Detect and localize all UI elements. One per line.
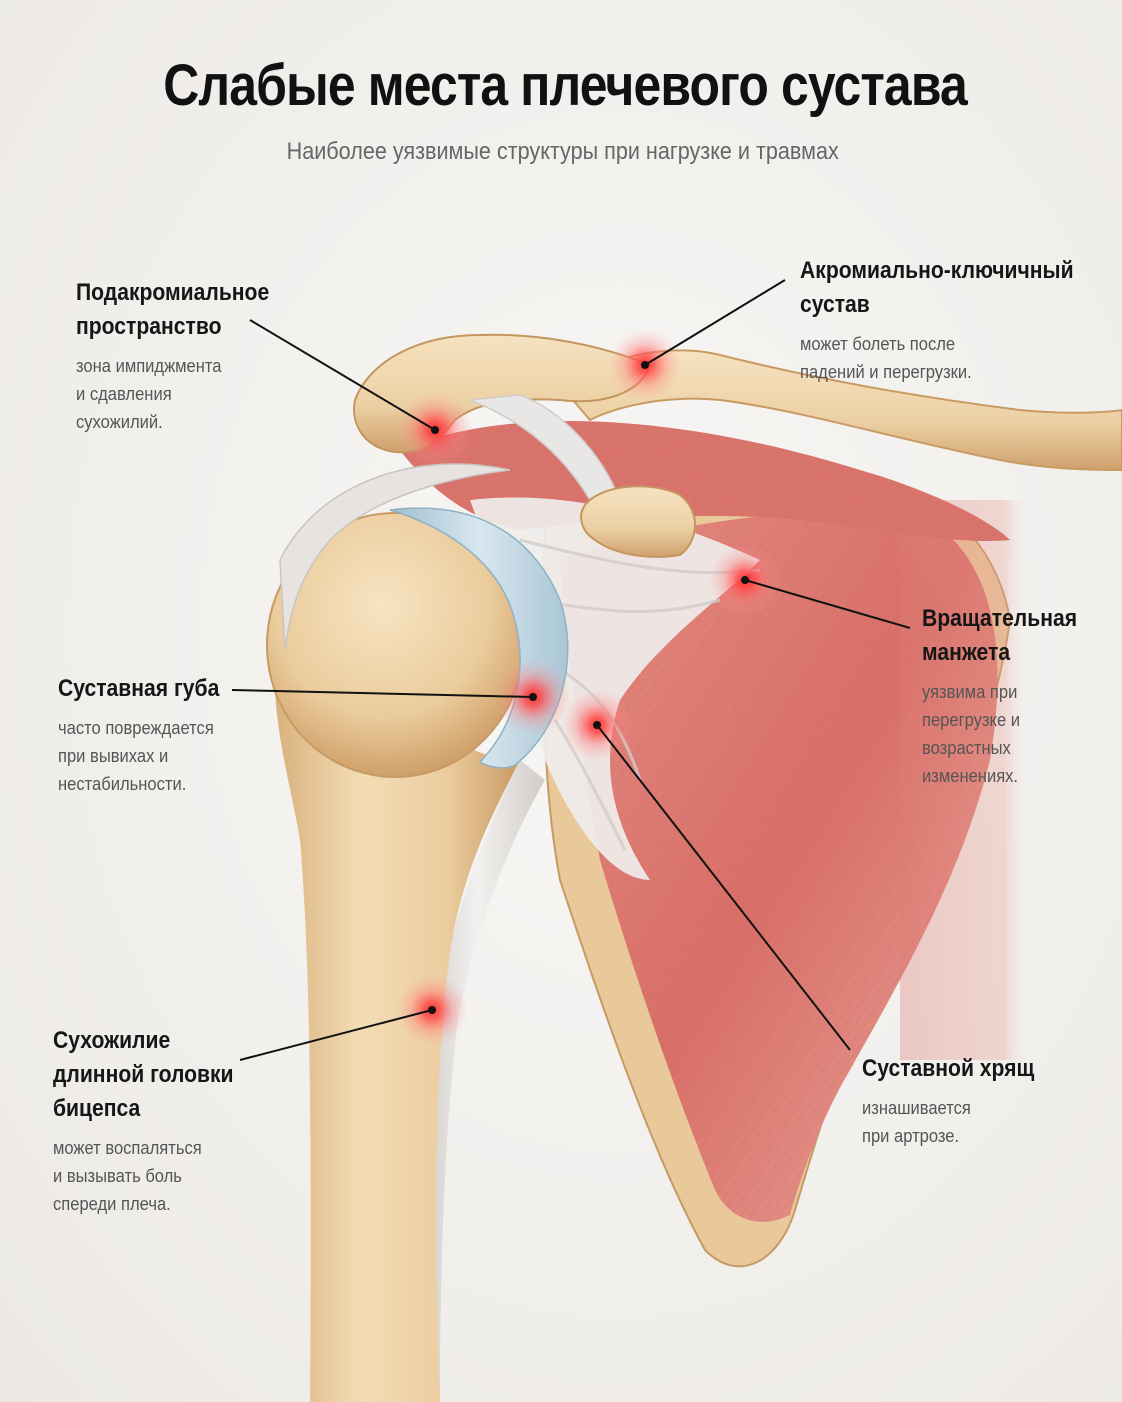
callout-biceps: Сухожилие длинной головки бицепса может … <box>53 1024 258 1218</box>
callout-subacromial-desc-line2: и сдавления <box>76 384 172 404</box>
callout-rotator-cuff: Вращательная манжета уязвима при перегру… <box>922 602 1098 790</box>
humerus-shaft <box>274 640 520 1402</box>
callout-ac-joint-title-line2: сустав <box>800 291 870 318</box>
callout-subacromial: Подакромиальное пространство зона импидж… <box>76 276 296 436</box>
callout-biceps-title-line3: бицепса <box>53 1095 141 1122</box>
callout-cartilage: Суставной хрящ изнашивается при артрозе. <box>862 1052 1058 1150</box>
leader-line-labrum <box>231 689 534 698</box>
callout-subacromial-title-line1: Подакромиальное <box>76 279 270 306</box>
leader-line-rotator-cuff <box>744 579 911 629</box>
leader-line-cartilage <box>596 724 851 1051</box>
callout-ac-joint: Акромиально-ключичный сустав может болет… <box>800 254 1111 386</box>
callout-labrum: Суставная губа часто повреждается при вы… <box>58 672 241 798</box>
coracoid-process <box>580 485 696 558</box>
callout-labrum-desc-line2: при вывихах и <box>58 746 169 766</box>
callout-rotator-cuff-desc-line3: возрастных <box>922 738 1011 758</box>
callout-labrum-desc-line3: нестабильности. <box>58 774 187 794</box>
callout-subacromial-title-line2: пространство <box>76 313 222 340</box>
callout-labrum-title: Суставная губа <box>58 675 220 702</box>
callout-ac-joint-title-line1: Акромиально-ключичный <box>800 257 1074 284</box>
callout-rotator-cuff-desc-line2: перегрузке и <box>922 710 1021 730</box>
callout-labrum-desc-line1: часто повреждается <box>58 718 214 738</box>
leader-line-ac-joint <box>644 279 786 366</box>
humeral-head <box>267 513 523 777</box>
callout-rotator-cuff-desc-line1: уязвима при <box>922 682 1018 702</box>
callout-biceps-title-line2: длинной головки <box>53 1061 234 1088</box>
page-subtitle: Наиболее уязвимые структуры при нагрузке… <box>286 138 839 165</box>
callout-rotator-cuff-title-line2: манжета <box>922 639 1011 666</box>
callout-biceps-desc-line1: может воспаляться <box>53 1138 202 1158</box>
callout-cartilage-desc-line2: при артрозе. <box>862 1126 960 1146</box>
callout-rotator-cuff-title-line1: Вращательная <box>922 605 1078 632</box>
callout-subacromial-desc-line3: сухожилий. <box>76 412 163 432</box>
clavicle <box>558 349 1122 472</box>
callout-ac-joint-desc-line2: падений и перегрузки. <box>800 362 972 382</box>
callout-ac-joint-desc-line1: может болеть после <box>800 334 956 354</box>
callout-cartilage-title: Суставной хрящ <box>862 1055 1035 1082</box>
callout-cartilage-desc-line1: изнашивается <box>862 1098 971 1118</box>
leader-line-biceps <box>239 1009 433 1061</box>
callout-biceps-title-line1: Сухожилие <box>53 1027 171 1054</box>
page-title: Слабые места плечевого сустава <box>163 53 967 118</box>
callout-subacromial-desc-line1: зона импиджмента <box>76 356 222 376</box>
callout-biceps-desc-line2: и вызывать боль <box>53 1166 182 1186</box>
callout-biceps-desc-line3: спереди плеча. <box>53 1194 171 1214</box>
leader-line-subacromial <box>249 319 436 431</box>
callout-rotator-cuff-desc-line4: изменениях. <box>922 766 1019 786</box>
